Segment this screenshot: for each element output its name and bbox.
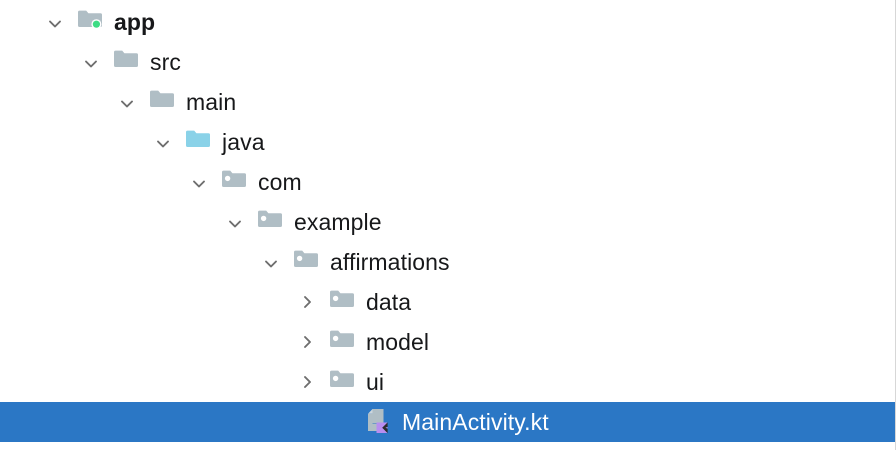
chevron-down-icon[interactable] — [152, 131, 174, 153]
package-folder-icon — [258, 209, 284, 235]
tree-row-label: java — [222, 128, 265, 155]
tree-row-label: com — [258, 168, 302, 195]
sources-root-folder-icon — [186, 129, 212, 155]
chevron-down-icon[interactable] — [260, 251, 282, 273]
tree-row-src[interactable]: src — [0, 42, 895, 82]
tree-row-mainactivity-kt[interactable]: MainActivity.kt — [0, 402, 895, 442]
tree-row-data[interactable]: data — [0, 282, 895, 322]
tree-row-label: MainActivity.kt — [402, 408, 549, 435]
package-folder-icon — [294, 249, 320, 275]
tree-row-label: affirmations — [330, 248, 450, 275]
tree-row-label: src — [150, 48, 181, 75]
tree-row-com[interactable]: com — [0, 162, 895, 202]
chevron-right-icon[interactable] — [296, 291, 318, 313]
folder-icon — [150, 89, 176, 115]
tree-row-label: data — [366, 288, 412, 315]
tree-row-label: main — [186, 88, 237, 115]
package-folder-icon — [330, 289, 356, 315]
chevron-right-icon[interactable] — [296, 371, 318, 393]
chevron-down-icon[interactable] — [44, 11, 66, 33]
tree-row-affirmations[interactable]: affirmations — [0, 242, 895, 282]
kotlin-file-icon — [366, 409, 392, 435]
tree-row-label: model — [366, 328, 430, 355]
chevron-right-icon[interactable] — [296, 331, 318, 353]
chevron-down-icon[interactable] — [80, 51, 102, 73]
tree-row-label: example — [294, 208, 382, 235]
chevron-down-icon[interactable] — [116, 91, 138, 113]
tree-row-app[interactable]: app — [0, 2, 895, 42]
chevron-down-icon[interactable] — [224, 211, 246, 233]
tree-row-java[interactable]: java — [0, 122, 895, 162]
tree-row-label: app — [114, 8, 156, 35]
tree-row-main[interactable]: main — [0, 82, 895, 122]
package-folder-icon — [330, 329, 356, 355]
module-folder-icon — [78, 9, 104, 35]
tree-row-model[interactable]: model — [0, 322, 895, 362]
chevron-down-icon[interactable] — [188, 171, 210, 193]
package-folder-icon — [222, 169, 248, 195]
folder-icon — [114, 49, 140, 75]
package-folder-icon — [330, 369, 356, 395]
tree-row-label: ui — [366, 368, 385, 395]
tree-row-ui[interactable]: ui — [0, 362, 895, 402]
tree-row-example[interactable]: example — [0, 202, 895, 242]
